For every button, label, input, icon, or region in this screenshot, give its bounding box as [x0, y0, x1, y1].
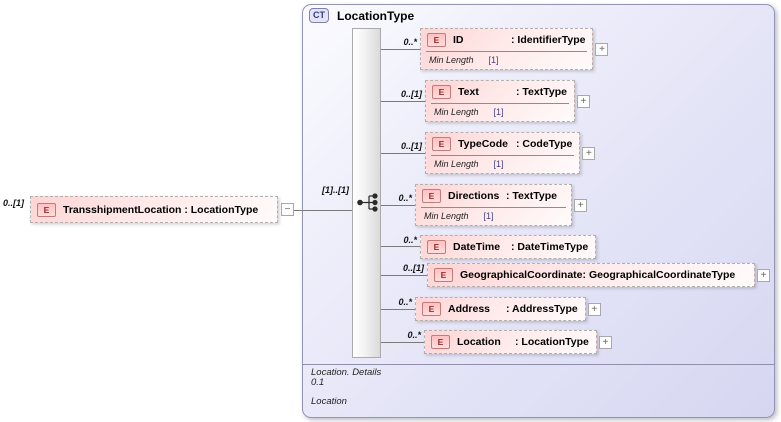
facet-name: Min Length [434, 107, 479, 117]
expand-icon[interactable]: + [574, 198, 587, 212]
sequence-compositor-bar [352, 28, 381, 358]
connector-line [381, 205, 415, 206]
facet-name: Min Length [434, 159, 479, 169]
element-icon: E [422, 302, 441, 316]
connector-line [381, 246, 420, 247]
element-address[interactable]: E Address : AddressType [415, 297, 586, 321]
cardinality-label: 0..[1] [402, 263, 424, 273]
compositor-cardinality-label: [1]..[1] [322, 185, 349, 195]
element-name: GeographicalCoordinate [460, 269, 583, 281]
facet-value: [1] [493, 107, 504, 117]
facet-value: [1] [483, 211, 494, 221]
connector-line [381, 342, 424, 343]
cardinality-label: 0..* [403, 235, 417, 245]
cardinality-label: 0..* [403, 37, 417, 47]
cardinality-label: 0..* [398, 193, 412, 203]
element-icon: E [427, 33, 446, 47]
facet-divider [431, 155, 575, 156]
element-row-transshipmentlocation: E TransshipmentLocation : LocationType [30, 196, 278, 223]
element-row-geographicalcoordinate: E GeographicalCoordinate : GeographicalC… [427, 263, 770, 287]
facet-divider [431, 103, 569, 104]
element-type: : DateTimeType [511, 241, 589, 253]
connector-line [294, 210, 352, 211]
element-name: TypeCode [458, 138, 508, 150]
element-transshipmentlocation[interactable]: E TransshipmentLocation : LocationType [30, 196, 278, 223]
element-row-directions: E Directions : TextType Min Length [1] + [415, 184, 587, 226]
facet-value: [1] [493, 159, 504, 169]
cardinality-label: 0..[1] [400, 141, 422, 151]
expand-icon[interactable]: + [598, 335, 612, 349]
panel-footer-occurrence: 0.1 [311, 377, 325, 388]
element-type: : AddressType [506, 303, 578, 315]
element-type: : LocationType [515, 336, 589, 348]
element-row-location: E Location : LocationType + [424, 330, 612, 354]
element-type: : TextType [506, 190, 557, 202]
facet-name: Min Length [424, 211, 469, 221]
facet-divider [426, 51, 588, 52]
element-name: Location [457, 336, 501, 348]
panel-footer-divider [303, 364, 774, 365]
connector-line [381, 275, 427, 276]
facet-divider [421, 207, 566, 208]
element-typecode[interactable]: E TypeCode : CodeType Min Length [1] [425, 132, 581, 174]
facet-value: [1] [488, 55, 499, 65]
complex-type-icon: CT [309, 8, 329, 23]
element-directions[interactable]: E Directions : TextType Min Length [1] [415, 184, 572, 226]
panel-footer-annotation: Location. Details [311, 367, 382, 378]
element-icon: E [434, 268, 453, 282]
element-name: Address [448, 303, 491, 315]
element-icon: E [37, 202, 56, 217]
expand-icon[interactable]: + [587, 302, 601, 316]
element-type: : TextType [516, 86, 567, 98]
collapse-icon[interactable]: − [281, 203, 294, 216]
element-text[interactable]: E Text : TextType Min Length [1] [425, 80, 575, 122]
connector-line [381, 101, 425, 102]
element-name: Text [458, 86, 479, 98]
element-row-id: E ID : IdentifierType Min Length [1] + [420, 28, 609, 70]
sequence-icon [357, 193, 378, 212]
connector-line [381, 153, 425, 154]
element-icon: E [432, 137, 451, 151]
element-icon: E [432, 85, 451, 99]
cardinality-label: 0..* [398, 297, 412, 307]
source-cardinality-label: 0..[1] [3, 198, 25, 208]
element-label: TransshipmentLocation : LocationType [63, 203, 259, 216]
element-type: : GeographicalCoordinateType [582, 269, 736, 281]
element-datetime[interactable]: E DateTime : DateTimeType [420, 235, 597, 259]
element-icon: E [427, 240, 446, 254]
element-row-typecode: E TypeCode : CodeType Min Length [1] + [425, 132, 596, 174]
element-geographicalcoordinate[interactable]: E GeographicalCoordinate : GeographicalC… [427, 263, 755, 287]
element-row-address: E Address : AddressType + [415, 297, 601, 321]
facet-name: Min Length [429, 55, 474, 65]
element-type: : IdentifierType [511, 34, 586, 46]
connector-line [381, 49, 420, 50]
expand-icon[interactable]: + [576, 94, 590, 108]
element-row-datetime: E DateTime : DateTimeType [420, 235, 597, 259]
complex-type-title: LocationType [337, 9, 415, 23]
element-row-text: E Text : TextType Min Length [1] + [425, 80, 590, 122]
element-icon: E [431, 335, 450, 349]
connector-line [381, 309, 415, 310]
element-type: : CodeType [516, 138, 573, 150]
expand-icon[interactable]: + [595, 42, 609, 56]
element-name: ID [453, 34, 464, 46]
element-location[interactable]: E Location : LocationType [424, 330, 597, 354]
element-icon: E [422, 189, 441, 203]
cardinality-label: 0..[1] [400, 89, 422, 99]
element-id[interactable]: E ID : IdentifierType Min Length [1] [420, 28, 594, 70]
expand-icon[interactable]: + [582, 146, 596, 160]
expand-icon[interactable]: + [757, 268, 770, 282]
cardinality-label: 0..* [407, 330, 421, 340]
element-name: DateTime [453, 241, 501, 253]
panel-footer-name: Location [311, 396, 347, 407]
element-name: Directions [448, 190, 500, 202]
